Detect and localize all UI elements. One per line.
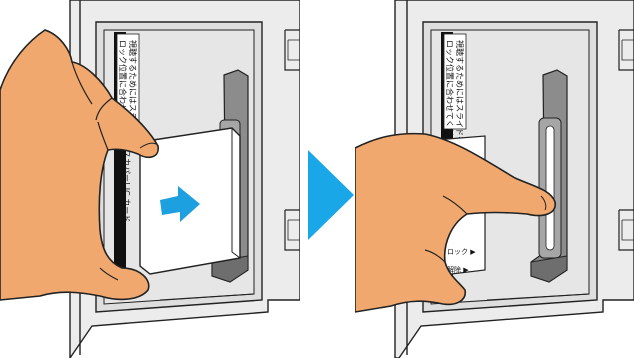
lock-label: ロック ▶ (447, 248, 476, 256)
step1-panel: 視聴するためにはスライドを ロック位置に合わせてください。 スカパー! IC カ… (0, 0, 300, 358)
card-label: スカパー! IC カード (122, 150, 131, 222)
right-arrow-icon (306, 150, 356, 240)
step2-illustration: 視聴するためにはスライドを ロック位置に合わせてください。 スカ ロック ▶ 解… (355, 0, 634, 358)
card-label-text: スカパー! IC カード (122, 150, 131, 222)
step2-panel: 視聴するためにはスライドを ロック位置に合わせてください。 スカ ロック ▶ 解… (355, 0, 634, 358)
step1-illustration: 視聴するためにはスライドを ロック位置に合わせてください。 スカパー! IC カ… (0, 0, 300, 358)
instruction-line1: 視聴するためにはスライドを (455, 40, 465, 144)
